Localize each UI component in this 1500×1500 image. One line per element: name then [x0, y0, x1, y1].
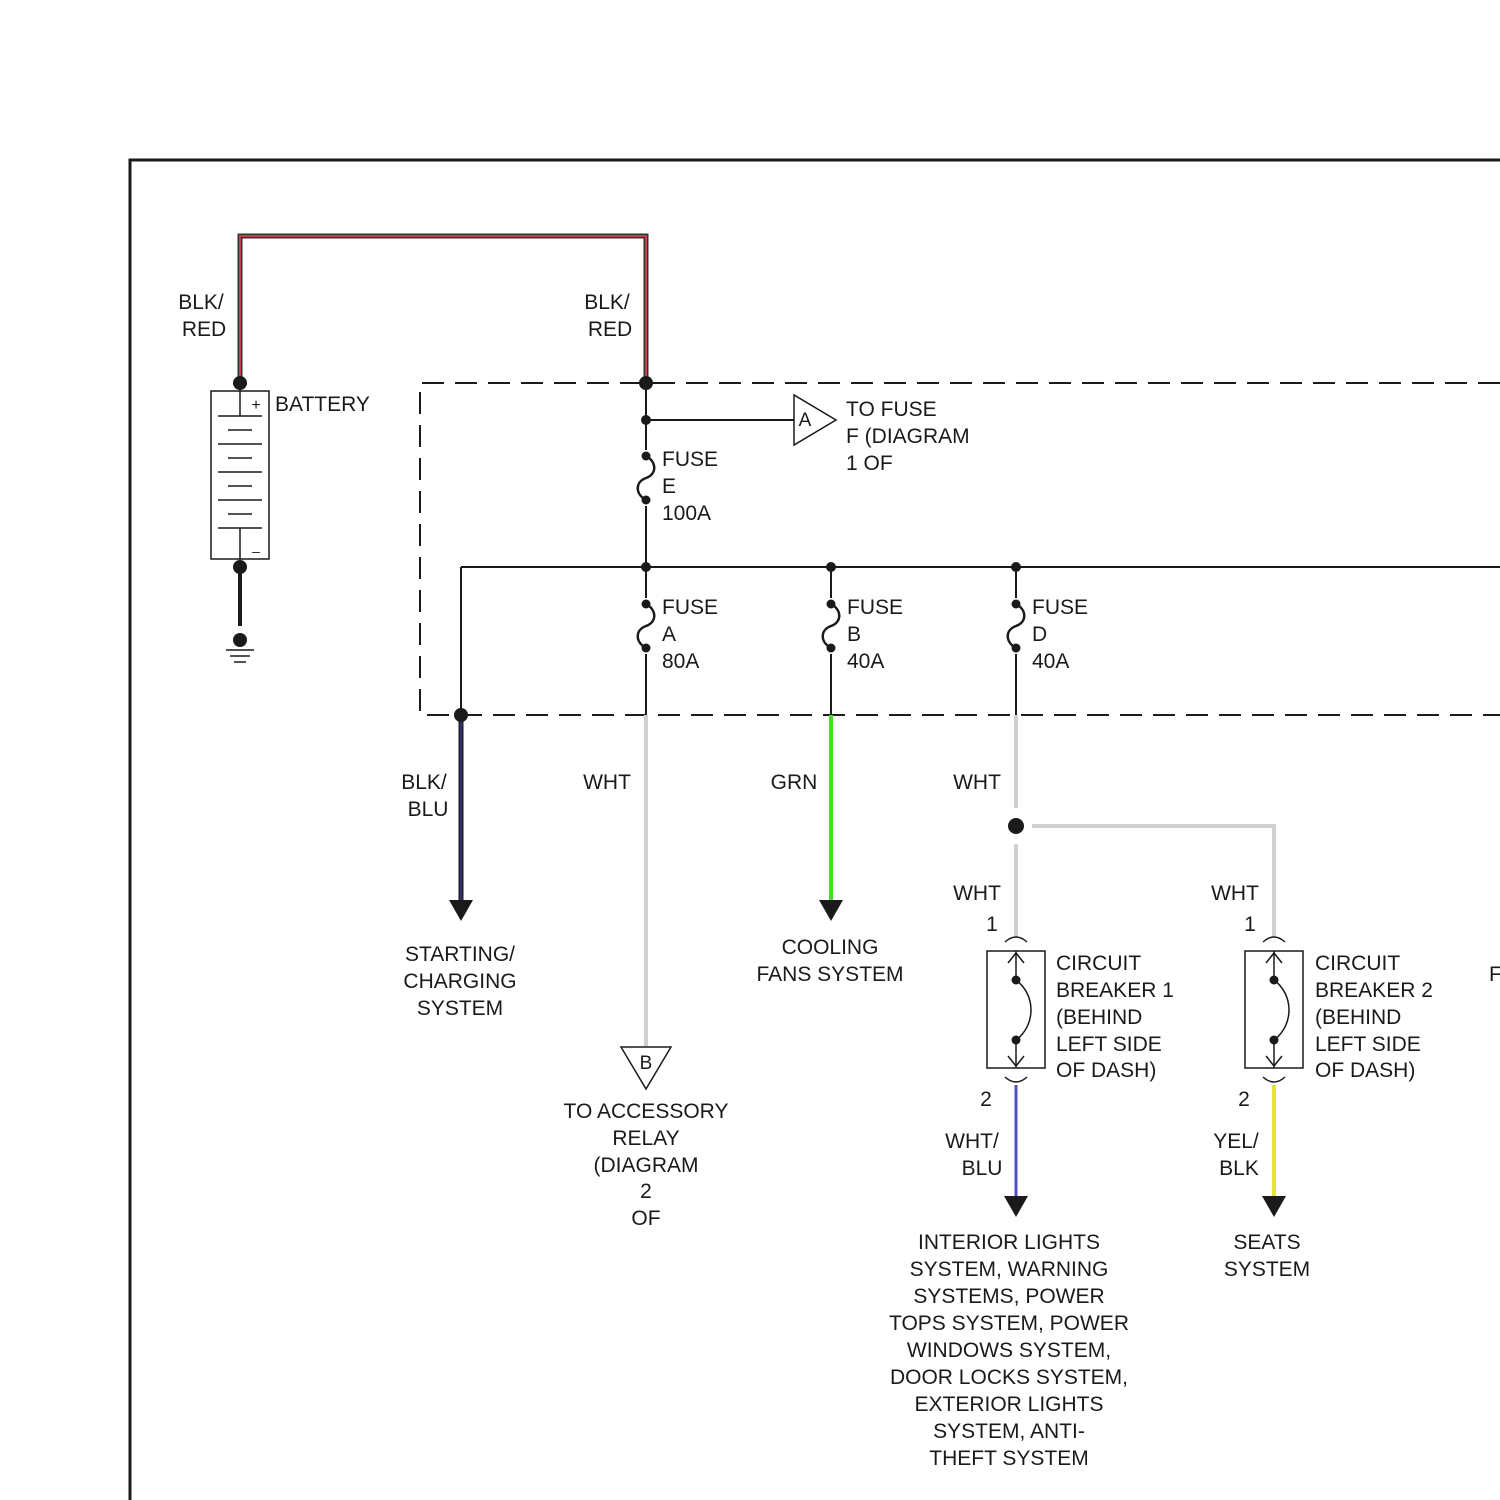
wire-label-yel-blk-2: BLK: [1219, 1157, 1259, 1180]
connector-a-text-3: 1 OF: [846, 452, 893, 475]
wire-label-blk-blu-1: BLK/: [401, 771, 447, 794]
cb2-label-2: BREAKER 2: [1315, 979, 1433, 1002]
cb1-label-5: OF DASH): [1056, 1059, 1156, 1082]
fuse-a-icon: [638, 598, 655, 654]
arrow-down-icon: [1262, 1196, 1286, 1217]
junction-bus-d: [1011, 562, 1021, 572]
accessory-text-3: (DIAGRAM: [594, 1154, 699, 1177]
connector-a-text-2: F (DIAGRAM: [846, 425, 970, 448]
cooling-text-2: FANS SYSTEM: [756, 963, 903, 986]
cb1-label-3: (BEHIND: [1056, 1006, 1142, 1029]
accessory-text-5: OF: [631, 1207, 660, 1230]
circuit-breaker-2-icon: [1245, 937, 1303, 1082]
arrow-down-icon: [1004, 1196, 1028, 1217]
fuse-e-label-2: E: [662, 475, 676, 498]
connector-a-letter: A: [799, 410, 812, 431]
battery-label: BATTERY: [275, 393, 370, 416]
fuse-e-label-3: 100A: [662, 502, 711, 525]
cb2-pin-1: 1: [1244, 913, 1256, 936]
fuse-d-label-2: D: [1032, 623, 1047, 646]
fuse-b-icon: [823, 598, 840, 654]
fuse-d-label-1: FUSE: [1032, 596, 1088, 619]
battery-plus-sign: +: [251, 397, 260, 414]
cb1-dest-6: DOOR LOCKS SYSTEM,: [890, 1366, 1128, 1389]
wire-label-wht-blu-2: BLU: [962, 1157, 1003, 1180]
accessory-text-2: RELAY: [612, 1127, 679, 1150]
wire-label-yel-blk-1: YEL/: [1213, 1130, 1259, 1153]
cb1-dest-2: SYSTEM, WARNING: [910, 1258, 1109, 1281]
junction-bus-a: [641, 562, 651, 572]
cb2-label-1: CIRCUIT: [1315, 952, 1400, 975]
cb2-pin-2: 2: [1238, 1088, 1250, 1111]
cb1-label-2: BREAKER 1: [1056, 979, 1174, 1002]
battery-minus-sign: –: [252, 543, 260, 559]
cb1-pin-2: 2: [980, 1088, 992, 1111]
junction-splice: [1008, 818, 1024, 834]
cb2-label-3: (BEHIND: [1315, 1006, 1401, 1029]
cb1-dest-4: TOPS SYSTEM, POWER: [889, 1312, 1129, 1335]
cb1-label-4: LEFT SIDE: [1056, 1033, 1162, 1056]
fuse-b-label-2: B: [847, 623, 861, 646]
wire-label-battery-right-2: RED: [588, 318, 632, 341]
cb1-dest-1: INTERIOR LIGHTS: [918, 1231, 1100, 1254]
wire-label-battery-left-2: RED: [182, 318, 226, 341]
battery-positive-terminal: [233, 376, 247, 390]
fuse-d-icon: [1008, 598, 1025, 654]
junction-bus-b: [826, 562, 836, 572]
fuse-a-label-1: FUSE: [662, 596, 718, 619]
battery-negative-terminal: [233, 560, 247, 574]
wire-label-wht-accessory: WHT: [583, 771, 631, 794]
cb2-label-4: LEFT SIDE: [1315, 1033, 1421, 1056]
cb1-dest-3: SYSTEMS, POWER: [913, 1285, 1104, 1308]
accessory-text-4: 2: [640, 1180, 652, 1203]
fuse-a-label-3: 80A: [662, 650, 699, 673]
fuse-b-label-3: 40A: [847, 650, 884, 673]
starting-text-1: STARTING/: [405, 943, 515, 966]
circuit-breaker-1-icon: [987, 937, 1045, 1082]
wire-label-wht-fuse-d: WHT: [953, 771, 1001, 794]
accessory-text-1: TO ACCESSORY: [564, 1100, 729, 1123]
junction-starting: [454, 708, 468, 722]
junction-connector-a: [641, 415, 651, 425]
fuse-a-label-2: A: [662, 623, 676, 646]
cb1-dest-8: SYSTEM, ANTI-: [933, 1420, 1085, 1443]
wire-label-grn: GRN: [771, 771, 818, 794]
arrow-down-icon: [819, 900, 843, 921]
cb1-dest-7: EXTERIOR LIGHTS: [914, 1393, 1103, 1416]
cb1-pin-1: 1: [986, 913, 998, 936]
fuse-e-icon: [638, 450, 655, 506]
starting-text-2: CHARGING: [403, 970, 516, 993]
cut-off-label: F: [1489, 963, 1500, 986]
fuse-d-label-3: 40A: [1032, 650, 1069, 673]
cb2-dest-1: SEATS: [1233, 1231, 1300, 1254]
cb2-dest-2: SYSTEM: [1224, 1258, 1310, 1281]
ground-icon: [226, 567, 254, 662]
cb1-label-1: CIRCUIT: [1056, 952, 1141, 975]
cb1-dest-9: THEFT SYSTEM: [929, 1447, 1088, 1470]
wire-label-battery-right-1: BLK/: [584, 291, 630, 314]
cb1-dest-5: WINDOWS SYSTEM,: [907, 1339, 1111, 1362]
arrow-down-icon: [449, 900, 473, 921]
connector-a-text-1: TO FUSE: [846, 398, 937, 421]
wire-label-blk-blu-2: BLU: [408, 798, 449, 821]
wire-label-wht-cb2: WHT: [1211, 882, 1259, 905]
fuse-b-label-1: FUSE: [847, 596, 903, 619]
wire-label-battery-left-1: BLK/: [178, 291, 224, 314]
junction-main: [639, 376, 653, 390]
wire-label-wht-cb1: WHT: [953, 882, 1001, 905]
page-frame: [130, 160, 1500, 1500]
starting-text-3: SYSTEM: [417, 997, 503, 1020]
connector-b-letter: B: [640, 1053, 653, 1074]
wire-label-wht-blu-1: WHT/: [945, 1130, 999, 1153]
fuse-e-label-1: FUSE: [662, 448, 718, 471]
cb2-label-5: OF DASH): [1315, 1059, 1415, 1082]
cooling-text-1: COOLING: [782, 936, 879, 959]
